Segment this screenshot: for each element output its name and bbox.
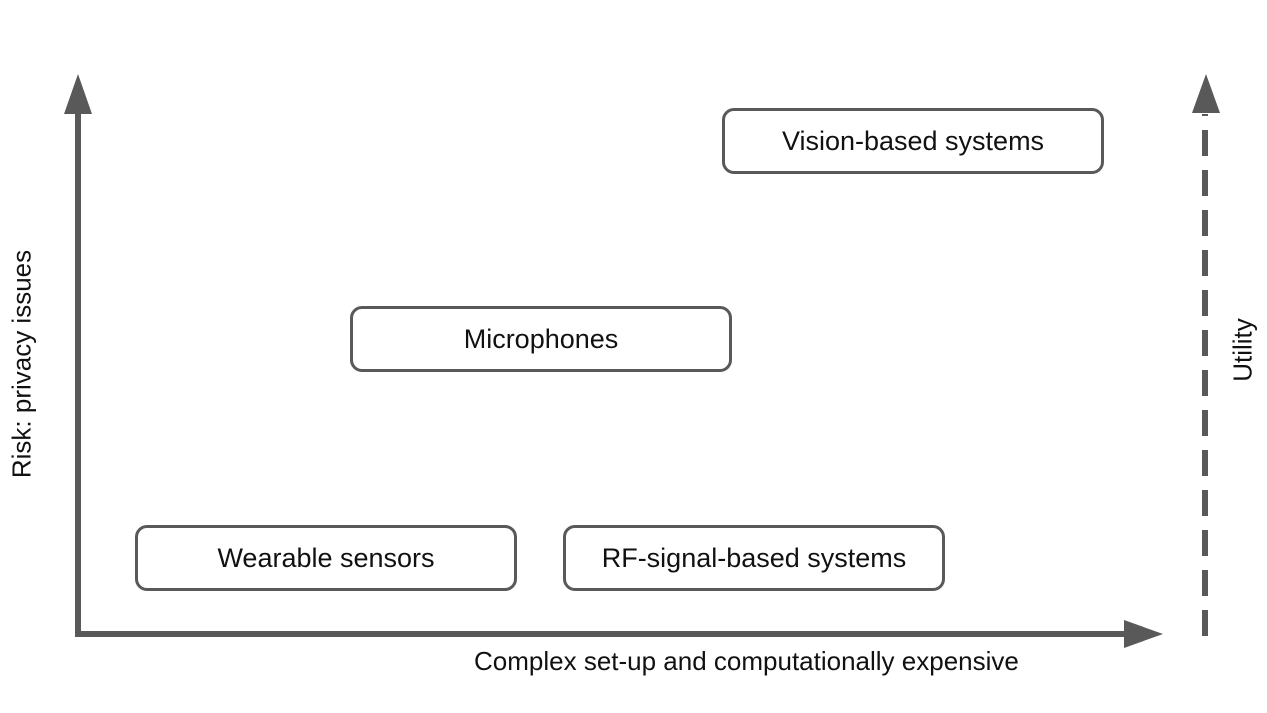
wearable-sensors-label: Wearable sensors <box>217 542 435 573</box>
rf-signal-based-systems-label: RF-signal-based systems <box>601 542 907 573</box>
utility-axis-label: Utility <box>1227 318 1258 382</box>
y-axis-label: Risk: privacy issues <box>6 249 37 479</box>
y-axis-arrowhead <box>64 74 92 114</box>
microphones-label: Microphones <box>463 323 619 354</box>
microphones-box: Microphones <box>350 306 732 372</box>
utility-axis-arrowhead <box>1192 74 1220 113</box>
vision-based-systems-label: Vision-based systems <box>781 125 1045 156</box>
x-axis-arrowhead <box>1124 620 1163 648</box>
rf-signal-based-systems-box: RF-signal-based systems <box>563 525 945 591</box>
vision-based-systems-box: Vision-based systems <box>722 108 1104 174</box>
wearable-sensors-box: Wearable sensors <box>135 525 517 591</box>
x-axis-label: Complex set-up and computationally expen… <box>474 646 1019 676</box>
